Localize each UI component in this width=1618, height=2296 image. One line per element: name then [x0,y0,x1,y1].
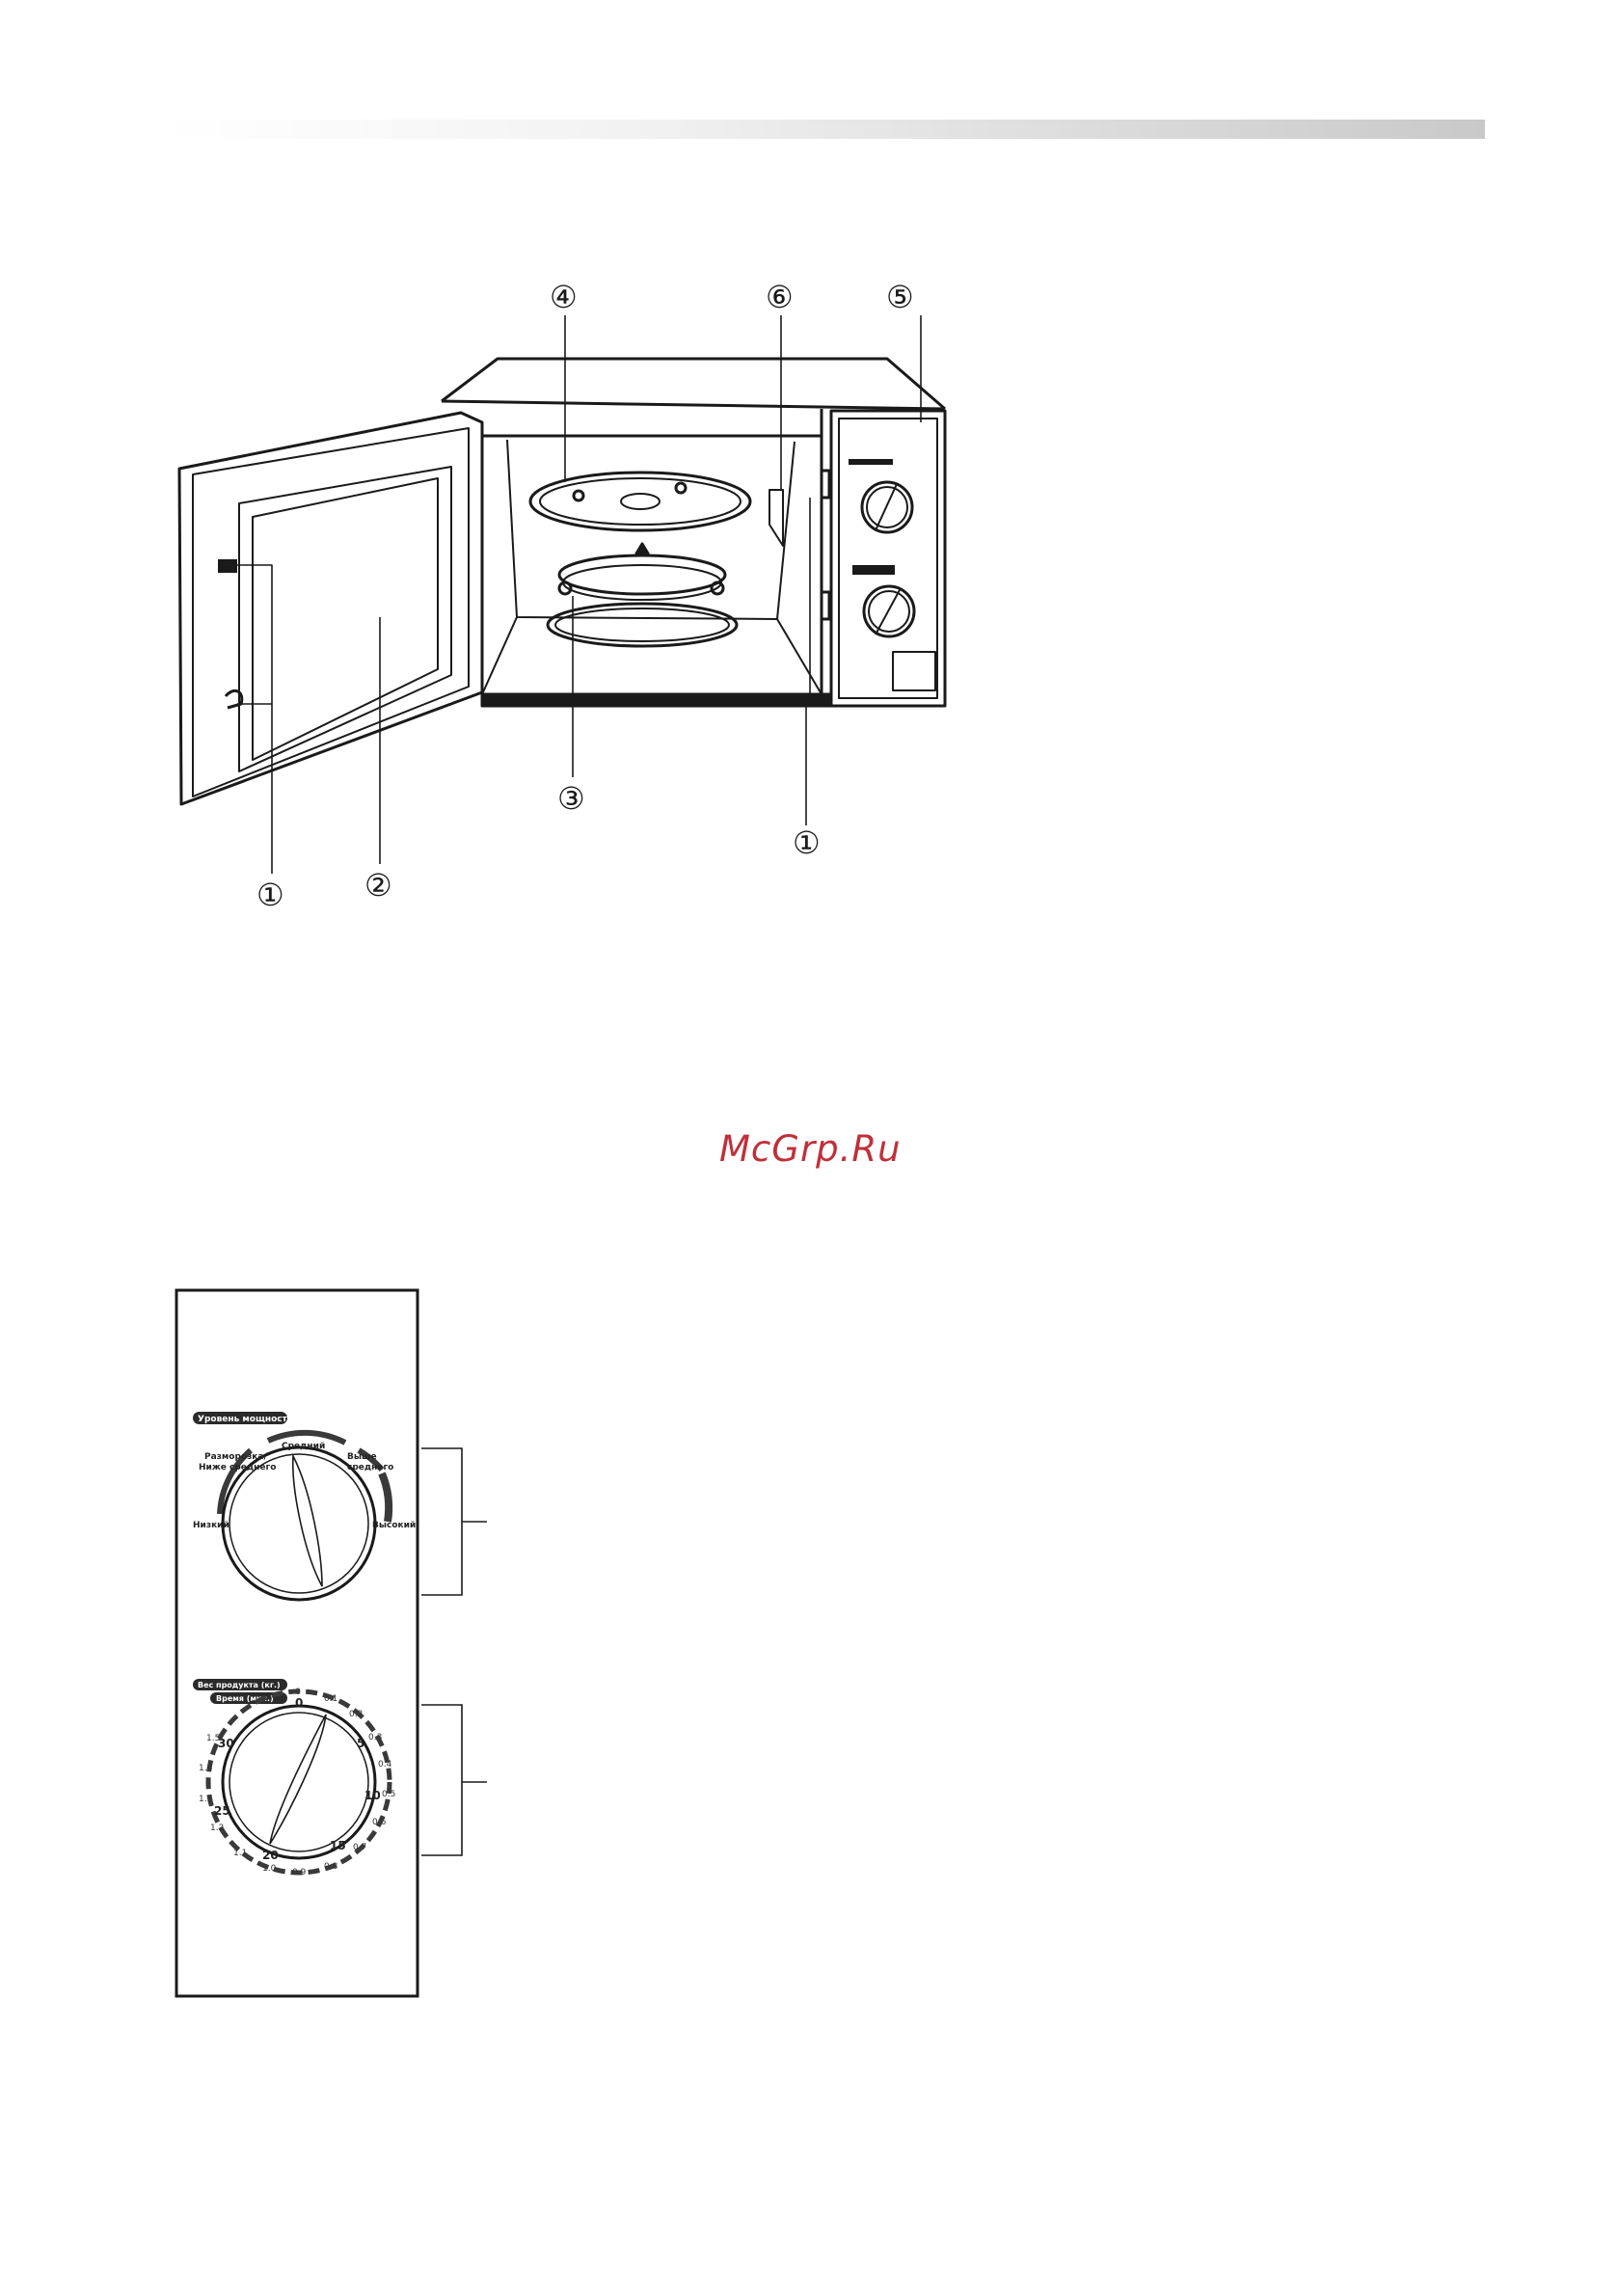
power-below-medium-label: Ниже среднего [199,1463,276,1472]
power-defrost-label: Разморозка/ [204,1452,267,1462]
weight-tick-0-2: 0.2 [349,1710,363,1719]
power-above-label-1: Выше [347,1452,377,1462]
weight-tick-0-7: 0.7 [353,1843,366,1852]
power-high-label: Высокий [372,1521,416,1530]
time-tick-15: 15 [330,1839,346,1852]
time-tick-25: 25 [214,1804,230,1818]
power-level-dial: Уровень мощности Разморозка/ Ниже средне… [193,1412,416,1600]
power-low-label: Низкий [193,1521,229,1530]
time-tick-5: 5 [357,1737,364,1750]
power-above-label-2: среднего [347,1463,393,1472]
weight-tick-0-6: 0.6 [372,1818,387,1827]
weight-tick-0-1: 0.1 [324,1694,337,1704]
weight-tick-0-8: 0.8 [324,1862,338,1872]
weight-tick-0-3: 0.3 [368,1733,382,1742]
time-tick-0: 0 [295,1696,303,1710]
weight-tick-1-0: 1.0 [262,1864,277,1874]
weight-tick-1-2: 1.2 [210,1823,224,1833]
timer-dial: Вес продукта (кг.) Время (мин.) 0 0.1 0.… [193,1679,395,1877]
time-tick-10: 10 [364,1789,381,1802]
weight-tick-0-9: 0.9 [292,1868,307,1877]
weight-tick-1-4: 1.4 [199,1764,213,1773]
weight-tick-1-1: 1.1 [233,1849,247,1858]
weight-tick-1-3: 1.3 [199,1795,212,1804]
time-tick-20: 20 [262,1849,279,1862]
weight-tick-0-4: 0.4 [378,1760,392,1769]
weight-tick-0-5: 0.5 [382,1790,395,1799]
weight-label: Вес продукта (кг.) [198,1681,281,1689]
power-medium-label: Средний [282,1442,325,1451]
power-level-label: Уровень мощности [198,1415,293,1424]
time-tick-30: 30 [218,1737,234,1750]
